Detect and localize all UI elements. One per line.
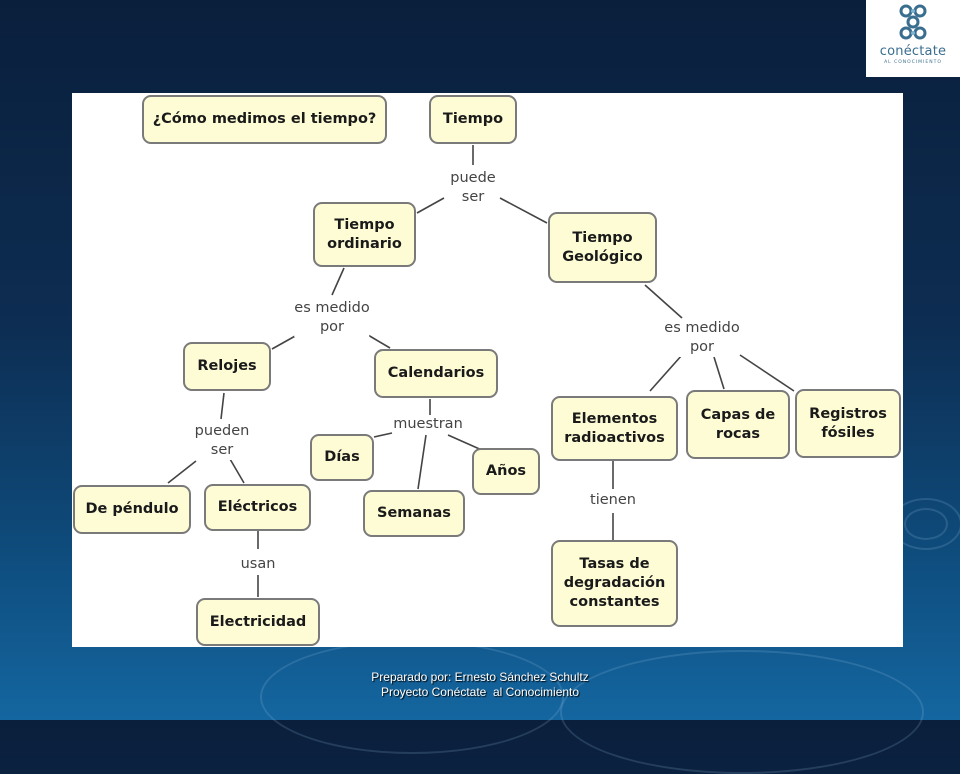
concept-node-de-pendulo: De péndulo bbox=[73, 485, 191, 534]
link-line bbox=[271, 334, 298, 350]
link-line bbox=[367, 334, 391, 349]
link-line bbox=[644, 284, 683, 319]
concept-node-tiempo: Tiempo bbox=[429, 95, 517, 144]
link-line bbox=[229, 458, 245, 484]
concept-node-elementos-radioactivos: Elementos radioactivos bbox=[551, 396, 678, 461]
concept-node-capas-de-rocas: Capas de rocas bbox=[686, 390, 790, 459]
concept-node-semanas: Semanas bbox=[363, 490, 465, 537]
link-line bbox=[220, 392, 225, 420]
link-line bbox=[739, 354, 795, 392]
water-ripple-decoration bbox=[560, 650, 924, 774]
concept-node-tiempo-geologico: Tiempo Geológico bbox=[548, 212, 657, 283]
concept-node-tasas-de-degradacion: Tasas de degradación constantes bbox=[551, 540, 678, 627]
link-label-pueden-ser: pueden ser bbox=[194, 422, 250, 460]
concept-node-question: ¿Cómo medimos el tiempo? bbox=[142, 95, 387, 144]
link-line bbox=[417, 434, 427, 490]
link-label-muestran: muestran bbox=[393, 415, 463, 434]
link-line bbox=[373, 432, 393, 438]
concept-node-relojes: Relojes bbox=[183, 342, 271, 391]
concept-map-links bbox=[167, 145, 795, 597]
logo-name: conéctate bbox=[879, 44, 947, 59]
linked-circles-icon bbox=[899, 4, 927, 40]
concept-node-tiempo-ordinario: Tiempo ordinario bbox=[313, 202, 416, 267]
link-line bbox=[331, 267, 345, 296]
logo-tagline: AL CONOCIMIENTO bbox=[884, 60, 942, 65]
concept-node-dias: Días bbox=[310, 434, 374, 481]
credits-footer: Preparado por: Ernesto Sánchez Schultz P… bbox=[0, 670, 960, 700]
link-label-puede-ser: puede ser bbox=[450, 169, 496, 207]
concept-map-panel: ¿Cómo medimos el tiempo? Tiempo puede se… bbox=[72, 93, 903, 647]
link-line bbox=[416, 197, 445, 214]
link-line bbox=[499, 197, 548, 224]
link-line bbox=[167, 460, 197, 484]
link-line bbox=[713, 356, 725, 390]
concept-node-electricos: Eléctricos bbox=[204, 484, 311, 531]
link-label-usan: usan bbox=[240, 555, 276, 574]
link-label-tienen: tienen bbox=[590, 491, 636, 510]
link-line bbox=[649, 354, 683, 392]
link-label-es-medido-por: es medido por bbox=[294, 299, 370, 337]
concept-node-calendarios: Calendarios bbox=[374, 349, 498, 398]
link-label-es-medido-por: es medido por bbox=[664, 319, 740, 357]
concept-node-anos: Años bbox=[472, 448, 540, 495]
concept-node-electricidad: Electricidad bbox=[196, 598, 320, 646]
footer-author: Preparado por: Ernesto Sánchez Schultz bbox=[371, 670, 589, 684]
footer-project: Proyecto Conéctate al Conocimiento bbox=[380, 685, 580, 699]
concept-node-registros-fosiles: Registros fósiles bbox=[795, 389, 901, 458]
conectate-logo: conéctate AL CONOCIMIENTO bbox=[866, 0, 960, 77]
